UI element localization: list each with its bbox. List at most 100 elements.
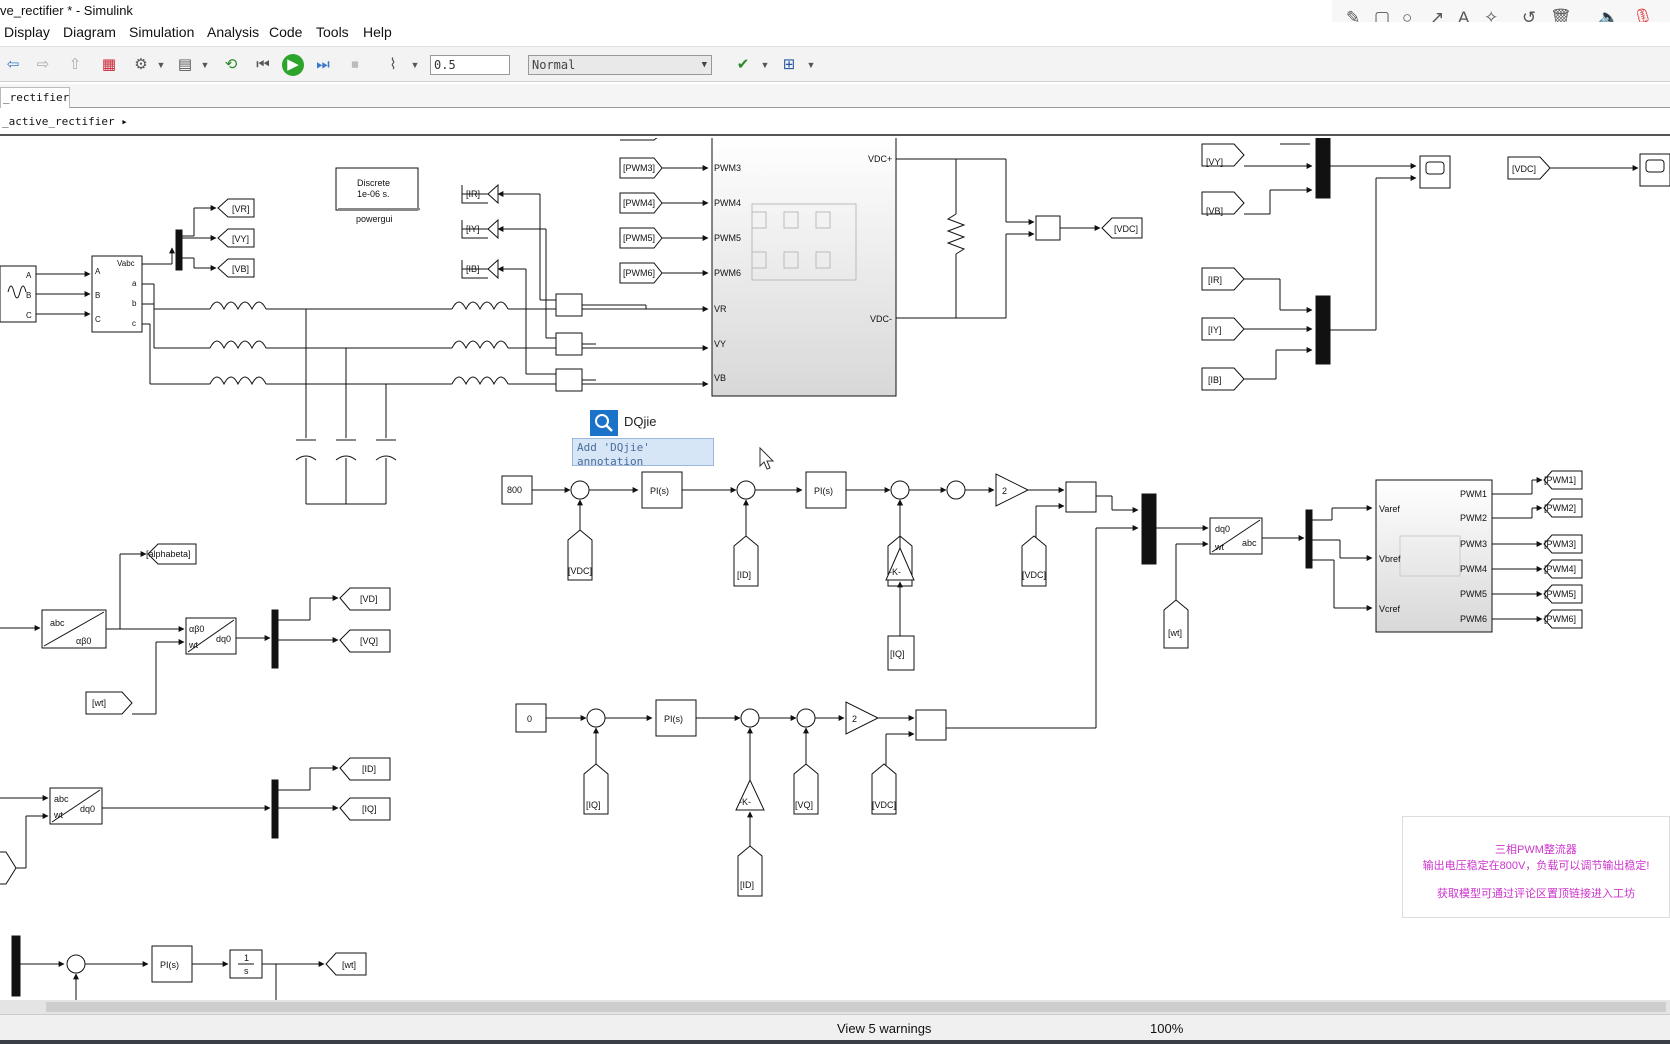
view-warnings-link[interactable]: View 5 warnings <box>837 1021 932 1036</box>
port-label: PWM5 <box>1460 589 1487 599</box>
gain-k-q <box>735 778 765 811</box>
gain-k-label: -K- <box>889 567 901 577</box>
const-800-value: 800 <box>507 485 522 495</box>
breadcrumb[interactable]: _active_rectifier ▸ <box>0 110 1670 136</box>
from-id-fb <box>733 535 759 587</box>
update-diagram-icon[interactable]: ⟲ <box>224 56 238 73</box>
menu-code[interactable]: Code <box>269 24 303 40</box>
port-label: C <box>95 315 101 324</box>
menu-diagram[interactable]: Diagram <box>63 24 116 40</box>
tag-vy: [VY] <box>232 234 249 244</box>
port-label: PWM3 <box>714 163 741 173</box>
step-back-icon[interactable]: ⏮ <box>256 56 270 73</box>
port-label: VDC- <box>870 314 892 324</box>
search-input[interactable]: DQjie <box>624 414 657 429</box>
integrator-denominator: s <box>244 966 249 976</box>
from-vy-right <box>1201 143 1245 167</box>
circle-icon[interactable]: ○ <box>1402 8 1413 27</box>
tag-pwm5-in: [PWM5] <box>623 233 655 243</box>
library-browser-icon[interactable]: ▦ <box>101 56 117 73</box>
goto-vb <box>217 258 255 278</box>
tag-pwm4-in: [PWM4] <box>623 198 655 208</box>
simulation-mode-select[interactable]: Normal ▼ <box>528 55 712 75</box>
menu-analysis[interactable]: Analysis <box>207 24 260 40</box>
tag-pwm1: [PWM1] <box>1544 475 1576 485</box>
forward-icon[interactable]: ⇨ <box>36 56 50 73</box>
tag-wt: [wt] <box>342 960 356 970</box>
scrollbar-thumb[interactable] <box>46 1002 1666 1012</box>
model-tab[interactable]: _rectifier <box>0 87 70 108</box>
chevron-down-icon[interactable]: ▼ <box>200 60 210 70</box>
menu-display[interactable]: Display <box>4 24 50 40</box>
gain-2-q <box>845 701 880 735</box>
powergui-mode: Discrete <box>357 178 390 188</box>
model-settings-icon[interactable]: ⚙ <box>134 56 148 73</box>
port-label: VR <box>714 304 727 314</box>
tag-wt-ab: [wt] <box>92 698 106 708</box>
tag-pwm3: [PWM3] <box>1544 539 1576 549</box>
model-tab-bar: _rectifier <box>0 84 1670 108</box>
add-annotation-suggestion[interactable]: Add 'DQjie' annotation <box>572 438 714 468</box>
from-iy <box>461 218 499 240</box>
from-iq-fb <box>583 763 609 815</box>
toolbar: ⇦ ⇨ ⇧ ▦ ⚙ ▼ ▤ ▼ ⟲ ⏮ ▶ ⏭ ⏹ ⌇ ▼ 0.5 Normal… <box>0 46 1670 82</box>
tag-iy-right: [IY] <box>1208 325 1222 335</box>
tag-id: [ID] <box>362 764 376 774</box>
tag-iy: [IY] <box>466 224 480 234</box>
sum-vdc-error <box>570 480 590 500</box>
pwm-generator-subsystem <box>1375 479 1493 633</box>
powergui-block <box>335 167 420 211</box>
sum-pll <box>66 954 86 974</box>
divide-q <box>915 709 947 741</box>
svg-text:B: B <box>26 291 31 300</box>
chevron-down-icon[interactable]: ▼ <box>760 60 770 70</box>
grid-icon[interactable]: ⊞ <box>782 56 796 73</box>
horizontal-scrollbar[interactable] <box>0 1000 1670 1014</box>
port-label: B <box>95 291 100 300</box>
constant-0 <box>515 703 547 733</box>
tag-vdc-div-q: [VDC] <box>872 800 896 810</box>
back-icon[interactable]: ⇦ <box>6 56 20 73</box>
model-explorer-icon[interactable]: ▤ <box>177 56 193 73</box>
gain-k-d <box>885 546 915 581</box>
model-canvas[interactable]: A B C A B C Vabc a b c [VR] [VY] [VB] Di… <box>0 138 1670 1000</box>
from-vdc-div-d <box>1021 535 1047 587</box>
tag-vd: [VD] <box>360 594 378 604</box>
gain-2-d <box>995 473 1030 507</box>
text-icon[interactable]: A <box>1458 8 1470 27</box>
goto-pwm5 <box>1543 584 1583 604</box>
mux-currents <box>1315 295 1331 365</box>
menu-tools[interactable]: Tools <box>316 24 349 40</box>
run-icon[interactable]: ▶ <box>282 54 304 76</box>
tag-ib-right: [IB] <box>1208 375 1222 385</box>
menu-simulation[interactable]: Simulation <box>129 24 195 40</box>
note-title: 三相PWM整流器 <box>1495 844 1577 856</box>
rectifier-bridge-subsystem <box>711 138 897 397</box>
check-icon[interactable]: ✔ <box>736 56 750 73</box>
mux-pll <box>11 935 21 997</box>
pi-label: PI(s) <box>664 714 683 724</box>
scope-icon[interactable]: ⌇ <box>389 56 397 73</box>
tag-ib: [IB] <box>466 264 480 274</box>
port-label: Vabc <box>117 259 135 268</box>
stop-time-input[interactable]: 0.5 <box>430 55 510 75</box>
step-forward-icon[interactable]: ⏭ <box>316 56 330 73</box>
stop-icon[interactable]: ⏹ <box>351 56 359 73</box>
tag-vb: [VB] <box>232 264 249 274</box>
up-icon[interactable]: ⇧ <box>68 56 82 73</box>
from-vb-right <box>1201 191 1245 215</box>
chevron-down-icon[interactable]: ▼ <box>806 60 816 70</box>
filter-capacitors <box>295 309 397 505</box>
chevron-down-icon[interactable]: ▼ <box>410 60 420 70</box>
chevron-down-icon[interactable]: ▼ <box>156 60 166 70</box>
pi-iq <box>655 699 697 737</box>
sum-iq-error <box>586 708 606 728</box>
tag-vdc-scope: [VDC] <box>1512 164 1536 174</box>
menu-help[interactable]: Help <box>363 24 392 40</box>
tag-vdc-div-d: [VDC] <box>1022 570 1046 580</box>
window-title: ve_rectifier * - Simulink <box>0 0 1670 22</box>
goto-id <box>339 757 391 781</box>
goto-vr <box>217 198 255 218</box>
taskbar-strip <box>0 1040 1670 1044</box>
port-label: VY <box>714 339 726 349</box>
